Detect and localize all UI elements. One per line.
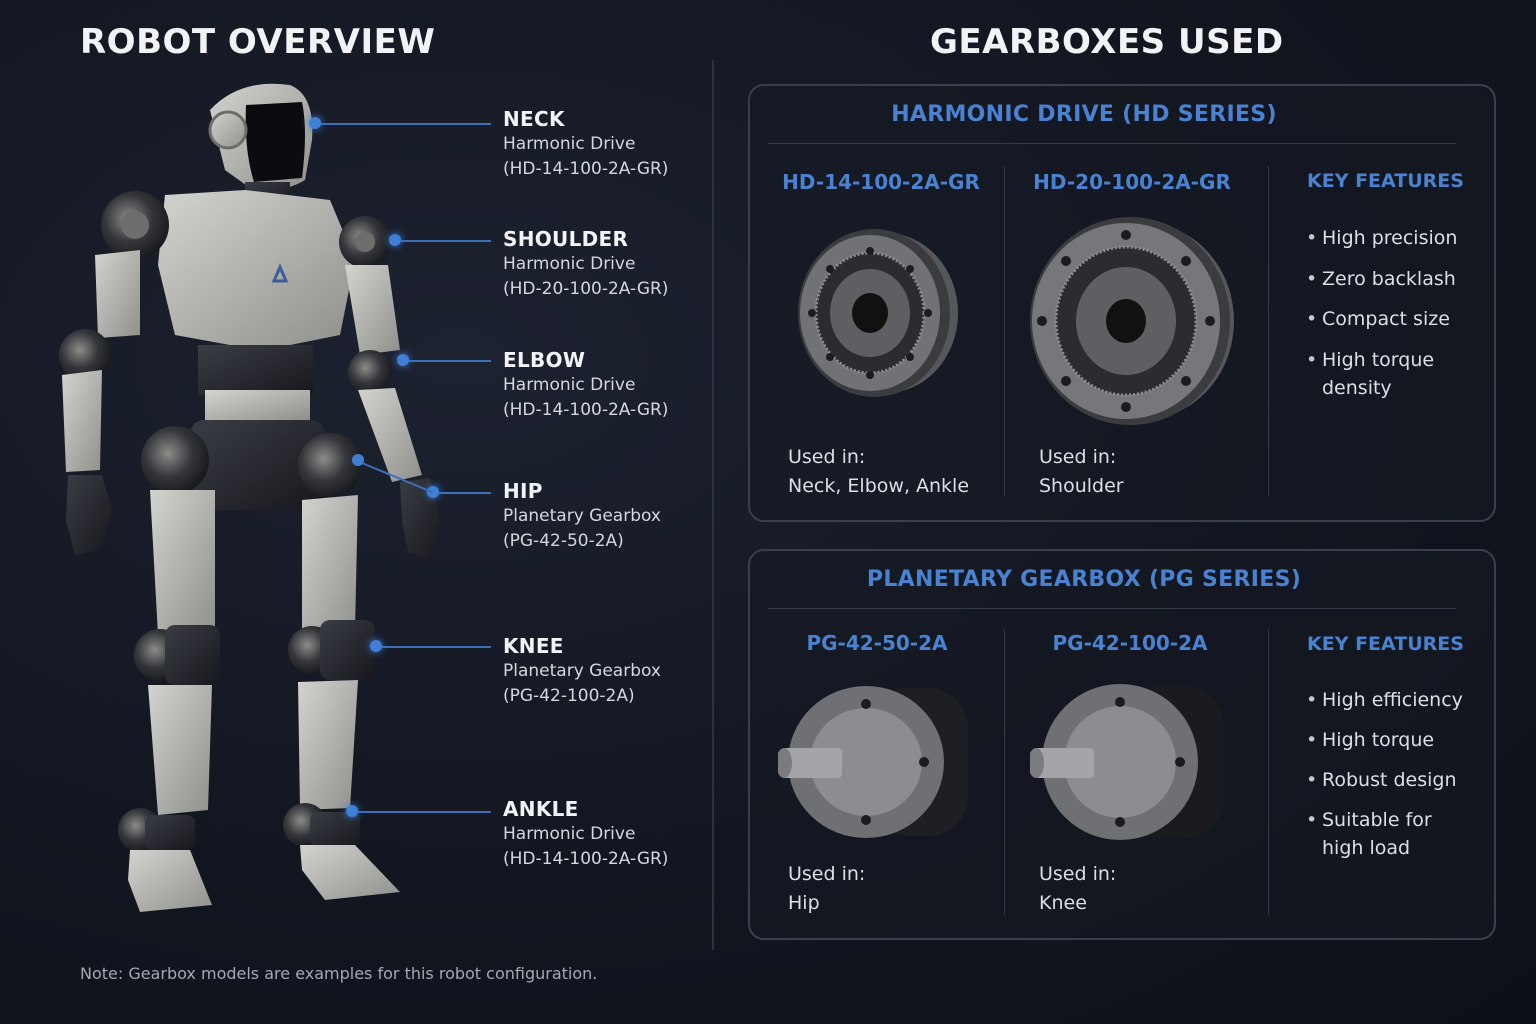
ankle-callout: ANKLE Harmonic Drive (HD-14-100-2A-GR) [503,796,703,872]
callout-gearbox-model: (HD-20-100-2A-GR) [503,279,669,299]
gearboxes-used-title: GEARBOXES USED [930,22,1284,62]
callout-gearbox-model: (HD-14-100-2A-GR) [503,849,669,869]
knee-callout-dot [370,640,382,652]
callout-joint-label: SHOULDER [503,227,629,251]
used-in-block: Used in: Hip [788,860,865,918]
callout-gearbox-model: (HD-14-100-2A-GR) [503,400,669,420]
callout-joint-label: KNEE [503,634,564,658]
column-separator [1268,166,1269,496]
panel-title: PLANETARY GEARBOX (PG SERIES) [866,567,1302,592]
knee-callout: KNEE Planetary Gearbox (PG-42-100-2A) [503,633,703,709]
feature-item: •High torque [1306,729,1435,751]
column-separator [1268,629,1269,915]
used-in-block: Used in: Knee [1039,860,1116,918]
callout-gearbox-type: Harmonic Drive [503,134,636,154]
key-features-title: KEY FEATURES [1307,170,1464,192]
ankle-callout-dot [346,805,358,817]
callout-gearbox-model: (PG-42-50-2A) [503,531,624,551]
model-name: PG-42-100-2A [1052,631,1208,655]
panel-rule [768,143,1456,144]
panel-title: HARMONIC DRIVE (HD SERIES) [891,102,1277,127]
hip-callout-leader [352,454,433,493]
elbow-callout-dot [397,354,409,366]
robot-overview-title: ROBOT OVERVIEW [80,22,436,62]
callout-joint-label: NECK [503,107,565,131]
column-separator [1004,166,1005,496]
used-in-joints: Knee [1039,892,1087,914]
callout-gearbox-model: (PG-42-100-2A) [503,686,635,706]
used-in-block: Used in: Neck, Elbow, Ankle [788,443,969,501]
used-in-label: Used in: [1039,446,1117,468]
model-name: HD-14-100-2A-GR [782,170,980,194]
callout-joint-label: ELBOW [503,348,586,372]
feature-item: •Suitable for high load [1306,809,1432,859]
panel-rule [768,608,1456,609]
elbow-callout: ELBOW Harmonic Drive (HD-14-100-2A-GR) [503,347,703,423]
hip-callout: HIP Planetary Gearbox (PG-42-50-2A) [503,478,703,554]
humanoid-robot-illustration [59,83,440,912]
callout-joint-label: HIP [503,479,543,503]
hip-callout-dot [427,486,439,498]
used-in-joints: Shoulder [1039,475,1124,497]
harmonic-drive-large-image [1030,217,1234,425]
hip-callout-line [439,492,491,494]
model-name: HD-20-100-2A-GR [1033,170,1231,194]
callout-gearbox-type: Harmonic Drive [503,254,636,274]
key-features-title: KEY FEATURES [1307,633,1464,655]
shoulder-callout-line [401,240,491,242]
column-separator [1004,629,1005,915]
used-in-joints: Hip [788,892,820,914]
footnote: Note: Gearbox models are examples for th… [80,964,598,983]
feature-item: •High precision [1306,227,1458,249]
used-in-label: Used in: [788,446,866,468]
neck-callout: NECK Harmonic Drive (HD-14-100-2A-GR) [503,106,703,182]
neck-callout-dot [309,117,321,129]
used-in-label: Used in: [1039,863,1117,885]
feature-item: •Robust design [1306,769,1457,791]
elbow-callout-line [409,360,491,362]
harmonic-drive-panel: HARMONIC DRIVE (HD SERIES) HD-14-100-2A-… [748,84,1496,522]
neck-callout-line [321,123,491,125]
callout-gearbox-type: Harmonic Drive [503,375,636,395]
used-in-label: Used in: [788,863,866,885]
model-name: PG-42-50-2A [806,631,948,655]
planetary-gearbox-small-image [778,686,968,838]
used-in-joints: Neck, Elbow, Ankle [788,475,970,497]
feature-item: •High efficiency [1306,689,1463,711]
callout-gearbox-type: Planetary Gearbox [503,661,661,681]
callout-gearbox-type: Planetary Gearbox [503,506,661,526]
callout-gearbox-type: Harmonic Drive [503,824,636,844]
planetary-gearbox-panel: PLANETARY GEARBOX (PG SERIES) PG-42-50-2… [748,549,1496,940]
shoulder-callout: SHOULDER Harmonic Drive (HD-20-100-2A-GR… [503,226,703,302]
callout-joint-label: ANKLE [503,797,579,821]
feature-item: •High torque density [1306,349,1435,399]
harmonic-drive-small-image [798,229,958,397]
shoulder-callout-dot [389,234,401,246]
callout-gearbox-model: (HD-14-100-2A-GR) [503,159,669,179]
feature-item: •Compact size [1306,308,1450,330]
feature-item: •Zero backlash [1306,268,1456,290]
ankle-callout-line [358,811,491,813]
planetary-gearbox-large-image [1030,684,1224,840]
knee-callout-line [382,646,491,648]
used-in-block: Used in: Shoulder [1039,443,1124,501]
section-divider [712,60,714,950]
